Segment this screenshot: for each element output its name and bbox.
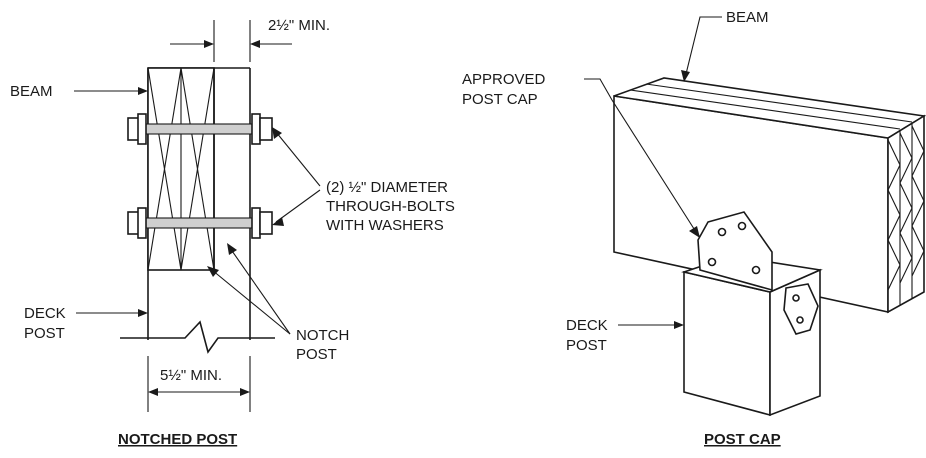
beam-x-2b [180,67,215,271]
top-dimension [170,20,292,62]
cap-hole-1 [717,227,727,237]
beam-x-1b [147,67,182,271]
beam-label-right: BEAM [726,9,769,26]
notched-post-drawing: 2½" MIN. 5½" MIN. BEAM (2) ½" DIAMETER T… [10,17,455,448]
post-cap-label-1: APPROVED [462,71,546,88]
deck-post-label-right-1: DECK [566,317,608,334]
break-line [120,320,275,354]
deck-post-front [683,270,771,417]
beam-ply-line-2 [645,83,913,123]
bolts-label-2: THROUGH-BOLTS [326,198,455,215]
bottom-dimension [147,356,251,412]
notch-leader-1 [211,269,291,335]
notch-post-label-1: NOTCH [296,327,349,344]
cap-hole-3 [707,257,717,267]
caption-notched-post: NOTCHED POST [118,431,237,448]
deck-post-label-right-2: POST [566,337,607,354]
through-bolt-top [127,113,273,145]
cap-hole-4 [751,265,761,275]
beam-end-x-3 [911,125,925,277]
notch-leader-2 [229,247,291,335]
deck-post-label-left-1: DECK [24,305,66,322]
beam-label-left: BEAM [10,83,53,100]
beam-ply-line-1 [629,89,901,130]
caption-post-cap: POST CAP [704,431,781,448]
dim-top-label: 2½" MIN. [268,17,330,34]
bolt-leader-bottom [275,189,321,223]
post-cap-plate-side [783,283,819,335]
cap-hole-5 [792,294,800,302]
cap-hole-2 [737,221,747,231]
notch-post-label-2: POST [296,346,337,363]
dim-bottom-label: 5½" MIN. [160,367,222,384]
post-cap-label-2: POST CAP [462,91,538,108]
bolt-leader-top [275,131,321,187]
bolts-label-1: (2) ½" DIAMETER [326,179,448,196]
through-bolt-bottom [127,207,273,239]
post-cap-drawing: BEAM APPROVED POST CAP DECK POST POST CA… [462,9,926,448]
beam-end-x-2 [899,132,913,284]
bolts-label-3: WITH WASHERS [326,217,444,234]
deck-post-label-left-2: POST [24,325,65,342]
cap-hole-6 [796,316,804,324]
beam-end-x-1 [887,139,901,291]
post-cap-leader [584,78,697,233]
beam-leader-right [685,16,722,75]
beam-end-face [887,114,925,314]
